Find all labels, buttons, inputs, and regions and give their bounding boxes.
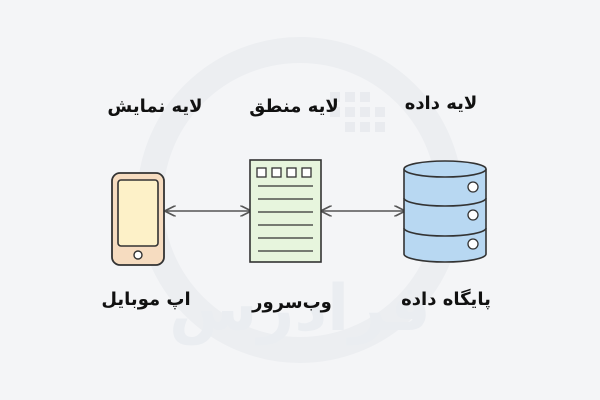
component-label-mobile-app: اپ موبایل (101, 289, 191, 310)
component-label-web-server: وب‌سرور (252, 292, 332, 313)
component-label-database: پایگاه داده (401, 289, 491, 310)
layer-title-data: لایه داده (404, 93, 478, 114)
layer-title-logic: لایه منطق (249, 96, 339, 117)
watermark-text: فرادرس (169, 272, 431, 346)
layer-title-presentation: لایه نمایش (107, 96, 203, 117)
